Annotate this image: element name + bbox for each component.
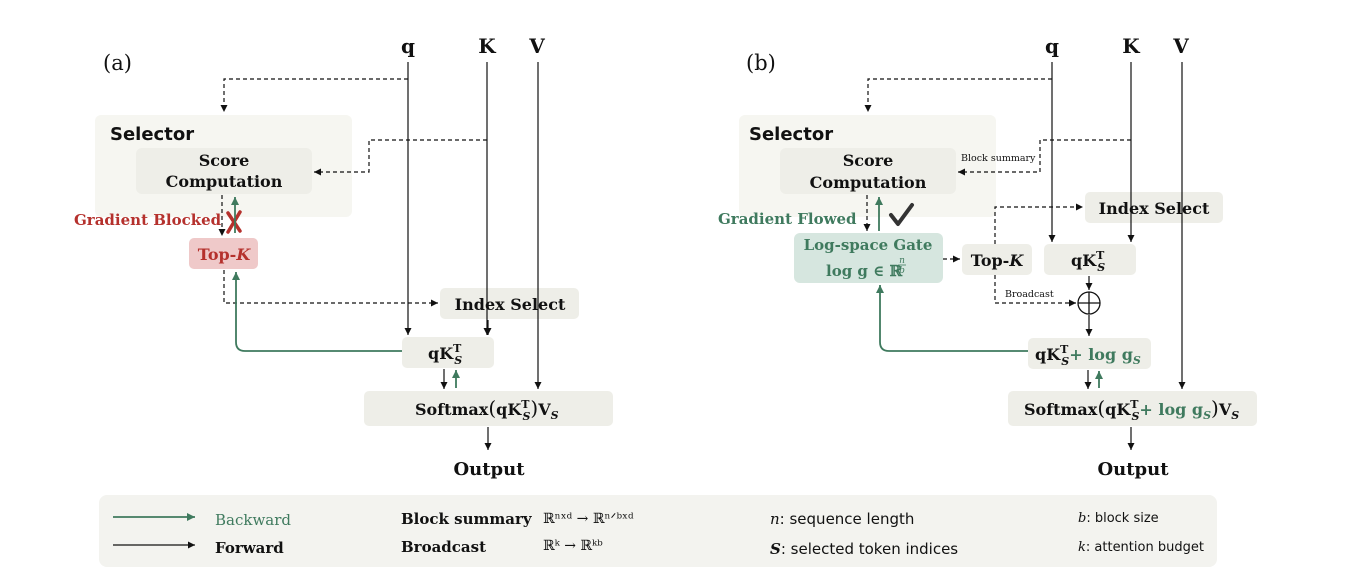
panel-a: (a) q K V Selector Score Computation Gra… (74, 34, 613, 480)
legend-n-definition: n: sequence length (770, 510, 914, 528)
legend-k-definition: k: attention budget (1078, 540, 1204, 555)
qk-box (1044, 244, 1136, 275)
broadcast-tag: Broadcast (1005, 289, 1054, 300)
circled-plus-icon (1077, 291, 1101, 315)
input-k-label: K (478, 34, 496, 58)
index-select-label: Index Select (1099, 199, 1210, 218)
legend-b-definition: b: block size (1078, 511, 1159, 526)
panel-b-forward-arrows (1048, 62, 1186, 450)
log-space-gate-line1: Log-space Gate (804, 236, 933, 254)
legend-block-summary-formula: ℝⁿˣᵈ → ℝⁿᐟᵇˣᵈ (543, 511, 634, 527)
softmax-box (1008, 391, 1257, 426)
log-space-gate-box (794, 233, 943, 283)
top-k-box (962, 244, 1032, 275)
score-computation-box (780, 148, 956, 194)
input-k-label: K (1122, 34, 1140, 58)
input-v-label: V (1172, 34, 1189, 58)
top-k-box (189, 238, 258, 269)
top-k-label: Top-K (971, 251, 1025, 270)
gate-exponent-n: n (899, 256, 905, 266)
selector-title: Selector (749, 124, 833, 145)
panel-a-label: (a) (103, 51, 132, 75)
panel-a-dashed-arrows (218, 78, 487, 307)
selector-title: Selector (110, 124, 194, 145)
block-summary-tag: Block summary (961, 153, 1036, 164)
log-space-gate-line2: log g ∈ ℝ (826, 262, 903, 280)
legend-block-summary-label: Block summary (401, 510, 533, 528)
panel-b: (b) q K V Selector Score Computation Blo… (718, 34, 1257, 480)
softmax-box (364, 391, 613, 426)
input-q-label: q (401, 34, 415, 58)
index-select-label: Index Select (455, 295, 566, 314)
panel-b-label: (b) (746, 51, 776, 75)
legend-broadcast-formula: ℝᵏ → ℝᵏᵇ (543, 538, 603, 554)
qk-box (402, 337, 494, 368)
index-select-box (440, 288, 579, 319)
panel-a-forward-arrows (404, 62, 542, 450)
score-computation-line2: Computation (810, 173, 927, 192)
input-v-label: V (528, 34, 545, 58)
score-computation-line1: Score (199, 151, 250, 170)
score-computation-line2: Computation (166, 172, 283, 191)
legend-backward-label: Backward (215, 511, 291, 529)
legend-s-definition: S: selected token indices (770, 540, 958, 558)
score-computation-line1: Score (843, 151, 894, 170)
index-select-box (1085, 192, 1223, 223)
top-k-label: Top-K (198, 245, 252, 264)
legend-forward-label: Forward (215, 539, 284, 557)
gate-exponent-b: b (899, 266, 905, 276)
legend: Backward Forward Block summary ℝⁿˣᵈ → ℝⁿ… (99, 495, 1217, 567)
legend-broadcast-label: Broadcast (401, 538, 486, 556)
score-computation-box (136, 148, 312, 194)
gradient-flowed-text: Gradient Flowed (718, 210, 857, 228)
input-q-label: q (1045, 34, 1059, 58)
gradient-blocked-text: Gradient Blocked (74, 211, 222, 229)
cross-icon (226, 210, 242, 234)
panel-b-dashed-arrows (863, 78, 1131, 307)
panel-a-backward-arrows (231, 197, 460, 388)
legend-box (99, 495, 1217, 567)
checkmark-icon (889, 203, 914, 226)
panel-b-backward-arrows (875, 197, 1103, 388)
output-label: Output (453, 459, 525, 480)
output-label: Output (1097, 459, 1169, 480)
qk-plus-log-box (1028, 338, 1151, 369)
